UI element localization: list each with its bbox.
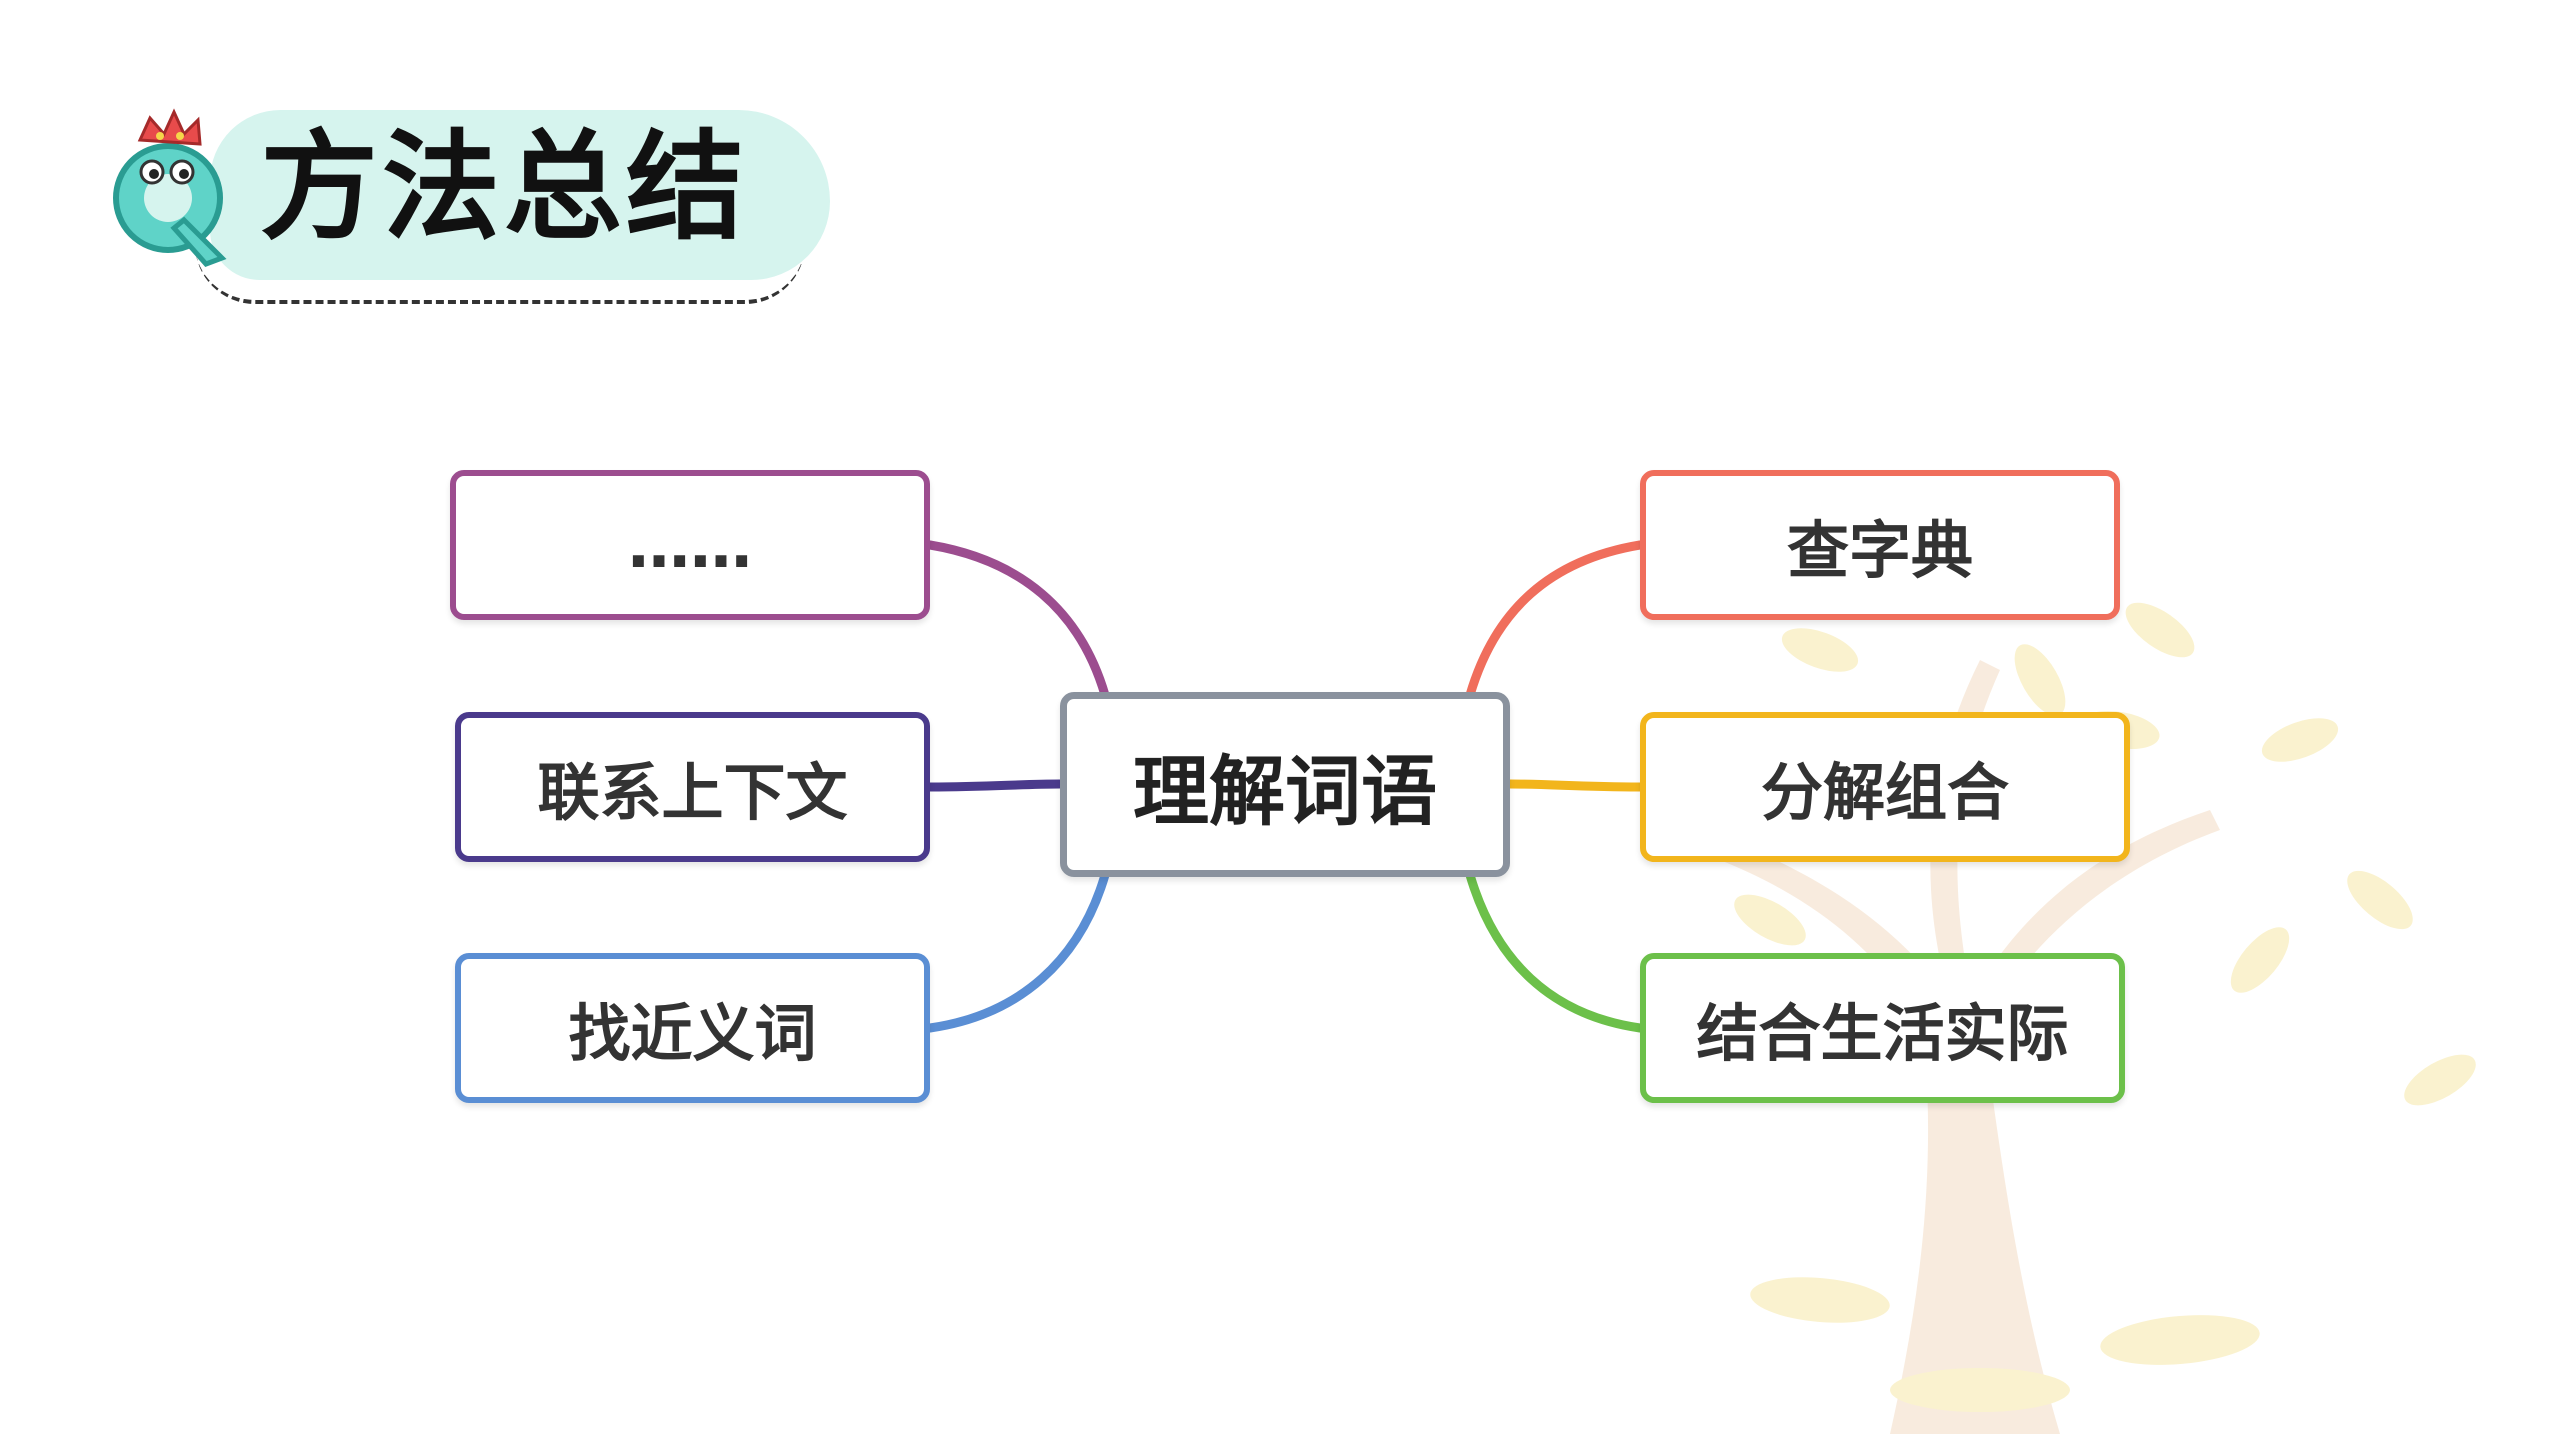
title-header: 方法总结 [100, 100, 860, 310]
page-title: 方法总结 [260, 118, 749, 256]
node-left-top: …… [450, 470, 930, 620]
title-background [210, 110, 830, 280]
title-dashed-underline [195, 140, 805, 304]
connector-right-top [1465, 540, 1645, 700]
center-node: 理解词语 [1060, 692, 1510, 877]
connector-left-bottom [925, 870, 1110, 1033]
node-left-bottom: 找近义词 [455, 953, 930, 1103]
node-right-top: 查字典 [1640, 470, 2120, 620]
connector-right-mid [1505, 779, 1645, 792]
node-right-mid: 分解组合 [1640, 712, 2130, 862]
connector-left-top [925, 540, 1110, 700]
node-left-mid: 联系上下文 [455, 712, 930, 862]
connector-left-mid [925, 779, 1065, 792]
node-right-bottom: 结合生活实际 [1640, 953, 2125, 1103]
connector-right-bottom [1465, 870, 1645, 1033]
q-mascot-icon [113, 108, 227, 267]
